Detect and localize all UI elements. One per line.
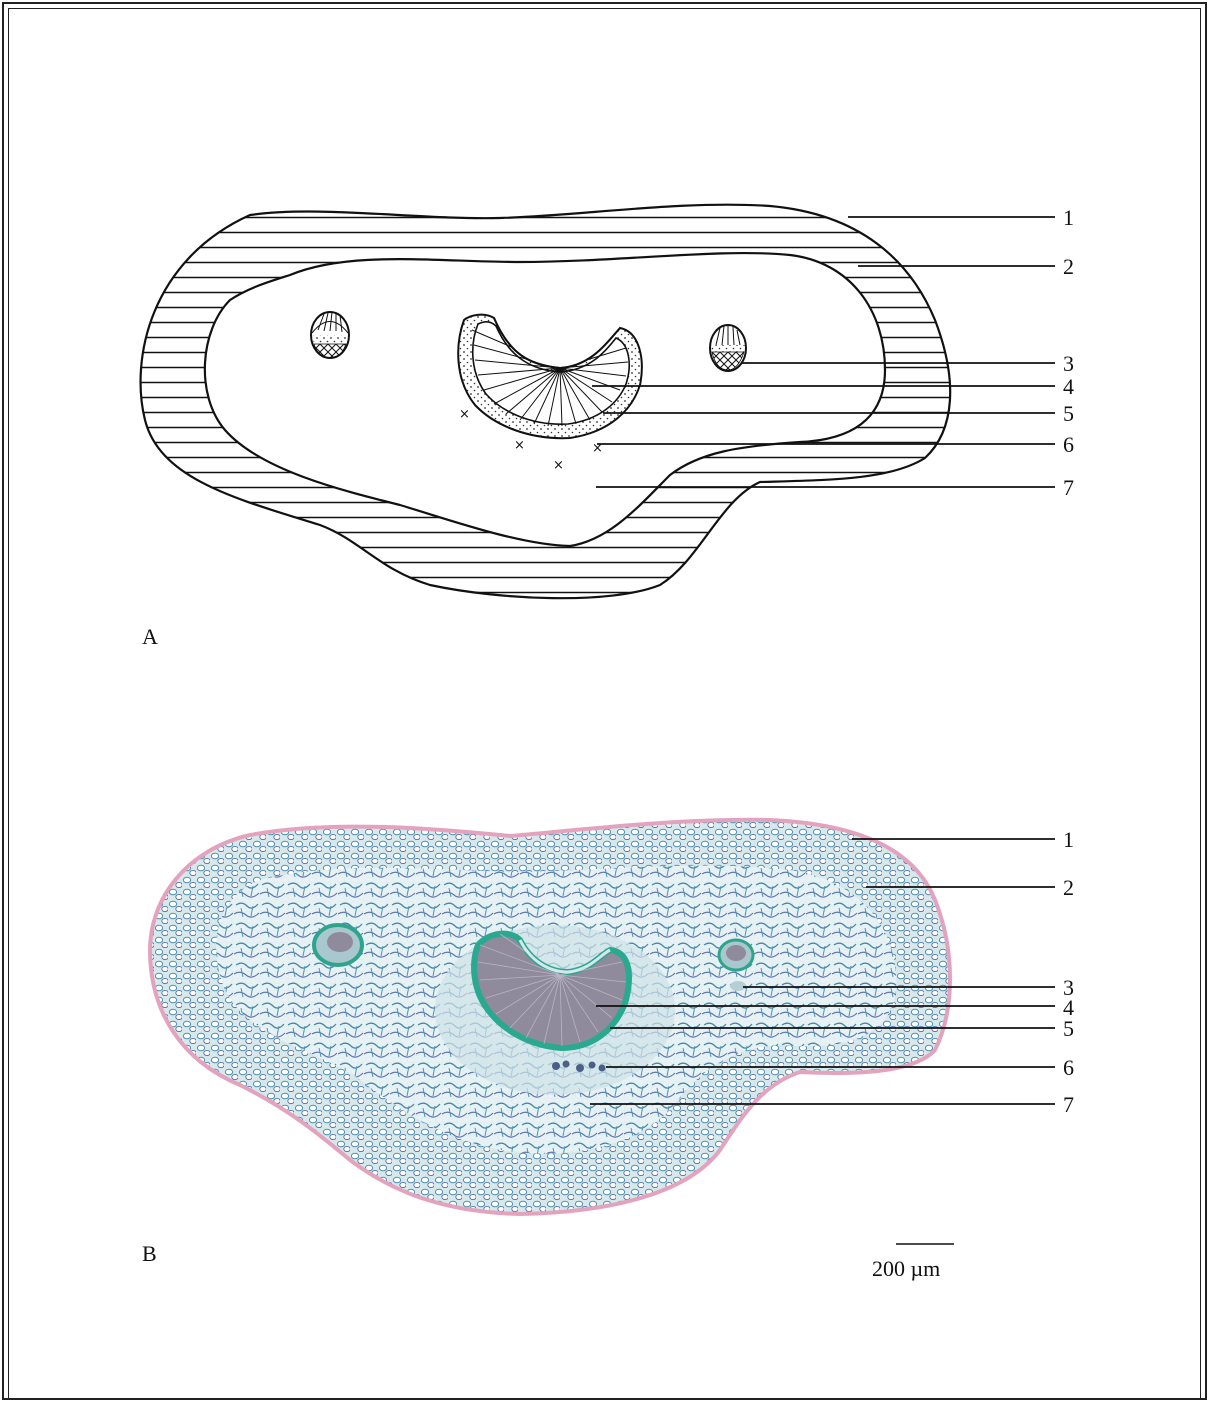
svg-text:×: ×	[459, 407, 470, 422]
scale-bar: 200 µm	[872, 1244, 954, 1281]
panel-b-micrograph: 1 2 3 4 5 6 7 B 200 µm	[142, 820, 1074, 1281]
panel-a-drawing: × × × × 1 2 3 4 5 6 7 A	[141, 205, 1074, 649]
small-bundle-left	[311, 312, 349, 358]
small-bundle-left-b	[314, 925, 362, 965]
svg-text:×: ×	[514, 438, 525, 453]
callout-a-6: 6	[1063, 432, 1074, 457]
callout-a-3: 3	[1063, 351, 1074, 376]
callout-b-5: 5	[1063, 1016, 1074, 1041]
callout-a-4: 4	[1063, 374, 1074, 399]
callout-b-7: 7	[1063, 1092, 1074, 1117]
callout-a-5: 5	[1063, 401, 1074, 426]
callout-a-7: 7	[1063, 475, 1074, 500]
callout-b-6: 6	[1063, 1055, 1074, 1080]
callout-a-1: 1	[1063, 205, 1074, 230]
callout-numbers-a: 1 2 3 4 5 6 7	[1063, 205, 1074, 500]
callout-a-2: 2	[1063, 254, 1074, 279]
panel-label-b: B	[142, 1241, 157, 1266]
small-bundle-right	[710, 325, 746, 371]
callout-b-2: 2	[1063, 875, 1074, 900]
scale-bar-label: 200 µm	[872, 1256, 940, 1281]
panel-label-a: A	[142, 624, 158, 649]
svg-text:×: ×	[553, 458, 564, 473]
callout-numbers-b: 1 2 3 4 5 6 7	[1063, 827, 1074, 1117]
callout-b-1: 1	[1063, 827, 1074, 852]
